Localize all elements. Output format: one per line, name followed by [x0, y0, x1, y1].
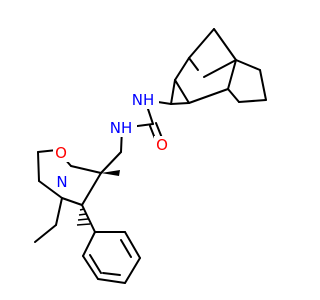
bond [38, 180, 63, 199]
bond [238, 99, 267, 103]
bond [100, 151, 122, 174]
bond [174, 57, 190, 81]
bond [124, 257, 141, 284]
carbonyl-oxygen-label: O [156, 136, 168, 154]
bond [81, 204, 96, 233]
bond-skeleton [34, 28, 267, 284]
bond [89, 254, 102, 274]
label-background [53, 144, 69, 162]
ring-oxygen-label: O [55, 144, 67, 162]
bond [37, 151, 40, 182]
bond [82, 255, 99, 280]
bond [259, 69, 267, 101]
bond [174, 79, 190, 104]
label-background [106, 119, 137, 137]
bond [97, 278, 126, 284]
bond [124, 231, 141, 259]
bond [120, 239, 132, 258]
ring-nitrogen-label: N [56, 173, 67, 191]
bond [81, 172, 102, 206]
bond [82, 231, 96, 257]
bond [170, 102, 190, 105]
label-background [54, 173, 70, 191]
label-background [154, 136, 170, 154]
bond [188, 88, 229, 104]
bond [188, 28, 215, 59]
atom-labels: NH NH O O N [53, 91, 170, 191]
bond [203, 59, 237, 78]
label-background [128, 91, 159, 109]
bond [102, 272, 121, 276]
bond [188, 57, 199, 71]
bond [61, 197, 83, 206]
bond [170, 79, 176, 105]
bond [235, 59, 261, 71]
hashed-wedge-bond [76, 208, 91, 226]
molecule-structure: NH NH O O N [34, 28, 267, 284]
bond [34, 224, 57, 243]
bond [213, 28, 237, 61]
bond [227, 88, 240, 103]
stereo-bonds [76, 170, 120, 226]
nh-upper-label: NH [132, 91, 155, 109]
bond [70, 165, 102, 174]
bond [227, 59, 237, 90]
bond [55, 197, 63, 226]
nh-lower-label: NH [110, 119, 133, 137]
wedge-bond [101, 170, 120, 176]
